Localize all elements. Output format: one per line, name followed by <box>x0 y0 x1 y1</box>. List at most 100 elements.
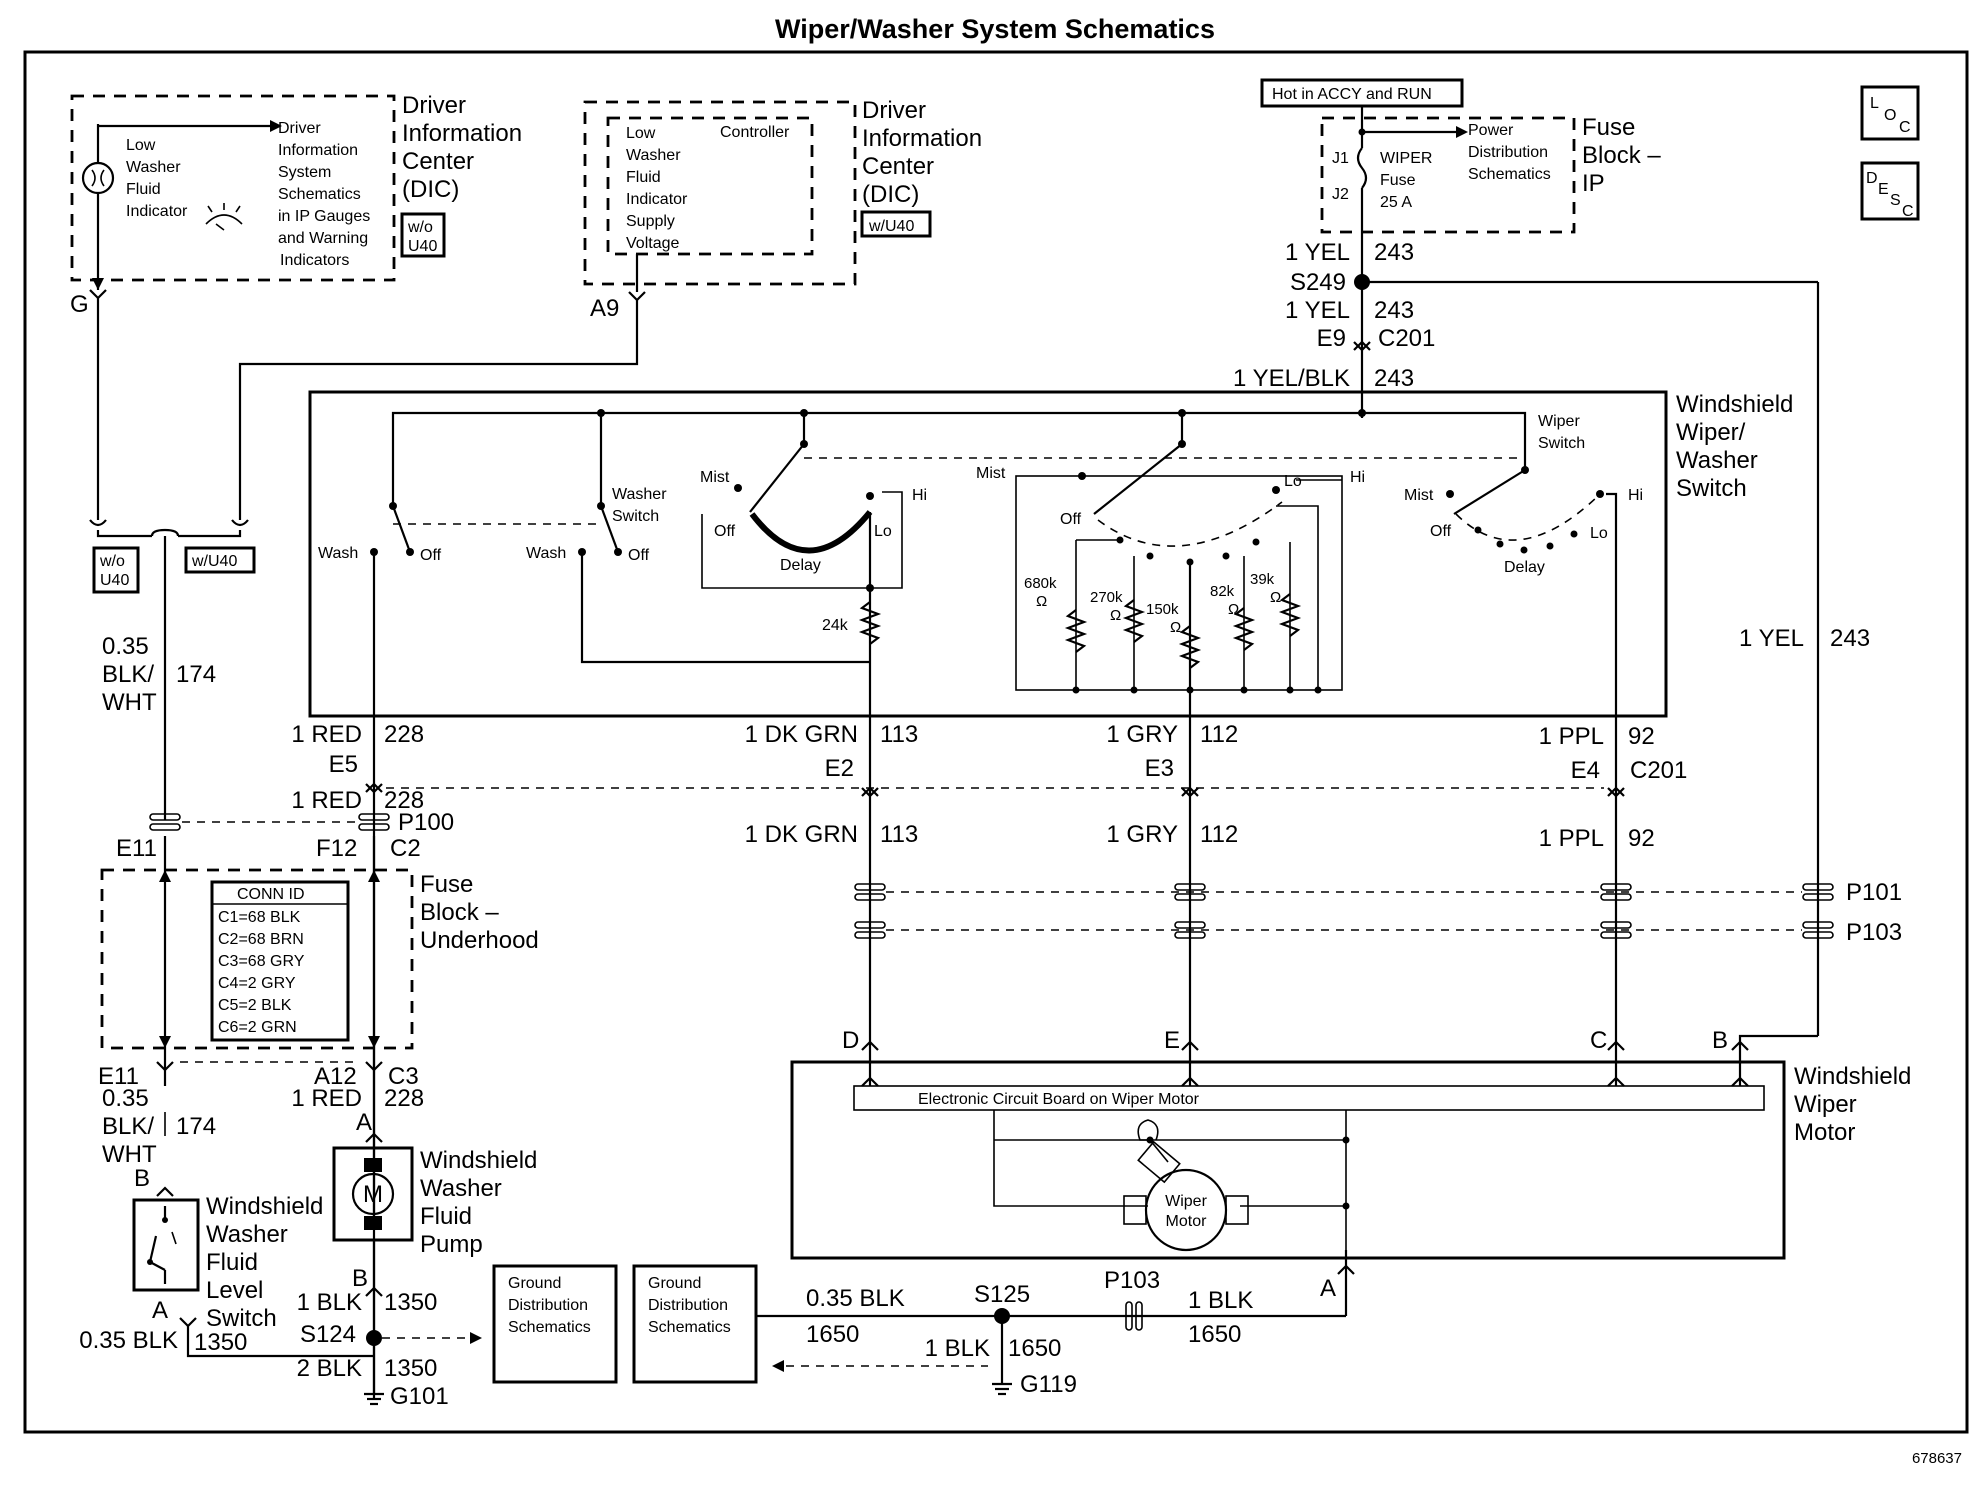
svg-text:w/o: w/o <box>99 553 125 570</box>
svg-text:1 YEL: 1 YEL <box>1285 297 1350 324</box>
svg-text:1650: 1650 <box>1008 1335 1061 1362</box>
motor-icon: M <box>363 1181 383 1208</box>
svg-text:Fluid: Fluid <box>626 169 661 186</box>
svg-text:C201: C201 <box>1378 325 1435 352</box>
svg-text:1 BLK: 1 BLK <box>1188 1287 1253 1314</box>
svg-text:A: A <box>152 1297 168 1324</box>
option-badge-w-u40 <box>860 210 932 238</box>
arrow-right-icon <box>270 120 282 132</box>
svg-text:243: 243 <box>1830 625 1870 652</box>
svg-text:228: 228 <box>384 721 424 748</box>
svg-text:A: A <box>1320 1275 1336 1302</box>
svg-text:1 DK GRN: 1 DK GRN <box>745 821 858 848</box>
svg-text:1 DK GRN: 1 DK GRN <box>745 721 858 748</box>
svg-text:P103: P103 <box>1846 919 1902 946</box>
svg-text:P103: P103 <box>1104 1267 1160 1294</box>
svg-text:Block –: Block – <box>420 899 499 926</box>
svg-text:D: D <box>1866 170 1878 187</box>
svg-text:Indicators: Indicators <box>280 252 349 269</box>
svg-text:Delay: Delay <box>1504 559 1545 576</box>
svg-text:1 RED: 1 RED <box>291 1085 362 1112</box>
svg-text:O: O <box>1884 107 1896 124</box>
loc-icon[interactable]: L O C <box>1860 85 1920 141</box>
svg-text:Schematics: Schematics <box>278 186 361 203</box>
svg-text:1 BLK: 1 BLK <box>297 1289 362 1316</box>
ground-distribution-refs: Ground Distribution Schematics Ground Di… <box>492 1264 758 1384</box>
feed-circuit-243: 1 YEL 243 S249 1 YEL 243 E9 C201 1 YEL/B… <box>1233 239 1870 1036</box>
svg-text:J1: J1 <box>1332 150 1349 167</box>
washer-pump: M <box>332 1146 414 1242</box>
svg-text:B: B <box>134 1165 150 1192</box>
svg-text:1 YEL: 1 YEL <box>1739 625 1804 652</box>
svg-text:(DIC): (DIC) <box>862 181 919 208</box>
svg-text:Washer: Washer <box>126 159 181 176</box>
figure-id: 678637 <box>1912 1450 1962 1467</box>
svg-text:0.35 BLK: 0.35 BLK <box>806 1285 905 1312</box>
svg-text:Switch: Switch <box>1538 435 1585 452</box>
svg-text:Windshield: Windshield <box>1676 391 1793 418</box>
svg-text:174: 174 <box>176 1113 216 1140</box>
svg-text:C5=2 BLK: C5=2 BLK <box>218 997 292 1014</box>
svg-text:C201: C201 <box>1630 757 1687 784</box>
svg-text:Fluid: Fluid <box>420 1203 472 1230</box>
svg-text:E: E <box>1878 181 1889 198</box>
svg-text:and Warning: and Warning <box>278 230 368 247</box>
option-badge-wo-u40 <box>400 212 446 258</box>
svg-text:Hot in ACCY and RUN: Hot in ACCY and RUN <box>1272 86 1432 103</box>
svg-text:Washer: Washer <box>626 147 681 164</box>
svg-text:Ground: Ground <box>508 1275 561 1292</box>
svg-text:Mist: Mist <box>976 465 1006 482</box>
svg-text:1 YEL: 1 YEL <box>1285 239 1350 266</box>
svg-text:1350: 1350 <box>384 1289 437 1316</box>
resistor-82k <box>1232 607 1256 651</box>
svg-text:Motor: Motor <box>1166 1213 1208 1230</box>
svg-text:System: System <box>278 164 331 181</box>
connector-p103: P103 <box>854 919 1902 946</box>
svg-text:1 GRY: 1 GRY <box>1106 821 1178 848</box>
svg-text:24k: 24k <box>822 617 849 634</box>
desc-icon[interactable]: D E S C <box>1860 161 1920 221</box>
svg-text:113: 113 <box>880 721 918 748</box>
svg-text:E9: E9 <box>1317 325 1346 352</box>
svg-text:Ω: Ω <box>1170 619 1181 636</box>
svg-text:Schematics: Schematics <box>648 1319 731 1336</box>
svg-text:Washer: Washer <box>206 1221 288 1248</box>
svg-text:Information: Information <box>278 142 358 159</box>
circuit-board <box>853 1085 1765 1111</box>
svg-text:Switch: Switch <box>612 508 659 525</box>
inline-connectors: P100 E11 F12 C2 P101 P10 <box>116 809 1902 946</box>
svg-text:A9: A9 <box>590 295 619 322</box>
svg-text:Ω: Ω <box>1228 601 1239 618</box>
svg-text:Motor: Motor <box>1794 1119 1855 1146</box>
svg-text:Off: Off <box>628 547 650 564</box>
svg-text:Off: Off <box>420 547 442 564</box>
diagram-title: Wiper/Washer System Schematics <box>775 14 1215 44</box>
svg-text:F12: F12 <box>316 835 357 862</box>
svg-text:U40: U40 <box>100 572 129 589</box>
dic-left-module: Driver Information Center (DIC) w/o U40 … <box>70 92 522 318</box>
svg-text:Hi: Hi <box>912 487 927 504</box>
svg-text:B: B <box>1712 1027 1728 1054</box>
resistor-270k <box>1122 599 1146 643</box>
svg-text:Wash: Wash <box>318 545 358 562</box>
svg-text:S125: S125 <box>974 1281 1030 1308</box>
svg-text:243: 243 <box>1374 239 1414 266</box>
svg-text:G: G <box>70 291 89 318</box>
svg-text:E11: E11 <box>98 1063 139 1090</box>
motor-ground-circuit: 0.35 BLK 1650 S125 1 BLK 1650 G119 P103 … <box>756 1250 1355 1398</box>
svg-text:270k: 270k <box>1090 589 1123 606</box>
svg-text:C2: C2 <box>390 835 421 862</box>
svg-text:0.35: 0.35 <box>102 1085 149 1112</box>
svg-text:1 PPL: 1 PPL <box>1539 825 1604 852</box>
svg-text:C: C <box>1902 203 1914 220</box>
svg-text:IP: IP <box>1582 170 1605 197</box>
svg-text:C6=2 GRN: C6=2 GRN <box>218 1019 297 1036</box>
svg-text:Indicator: Indicator <box>126 203 188 220</box>
svg-text:CONN ID: CONN ID <box>237 886 305 903</box>
svg-text:Fuse: Fuse <box>1380 172 1416 189</box>
svg-text:w/U40: w/U40 <box>191 553 237 570</box>
svg-text:1 YEL/BLK: 1 YEL/BLK <box>1233 365 1350 392</box>
svg-text:82k: 82k <box>1210 583 1235 600</box>
svg-text:E: E <box>1164 1027 1180 1054</box>
svg-text:Low: Low <box>626 125 656 142</box>
